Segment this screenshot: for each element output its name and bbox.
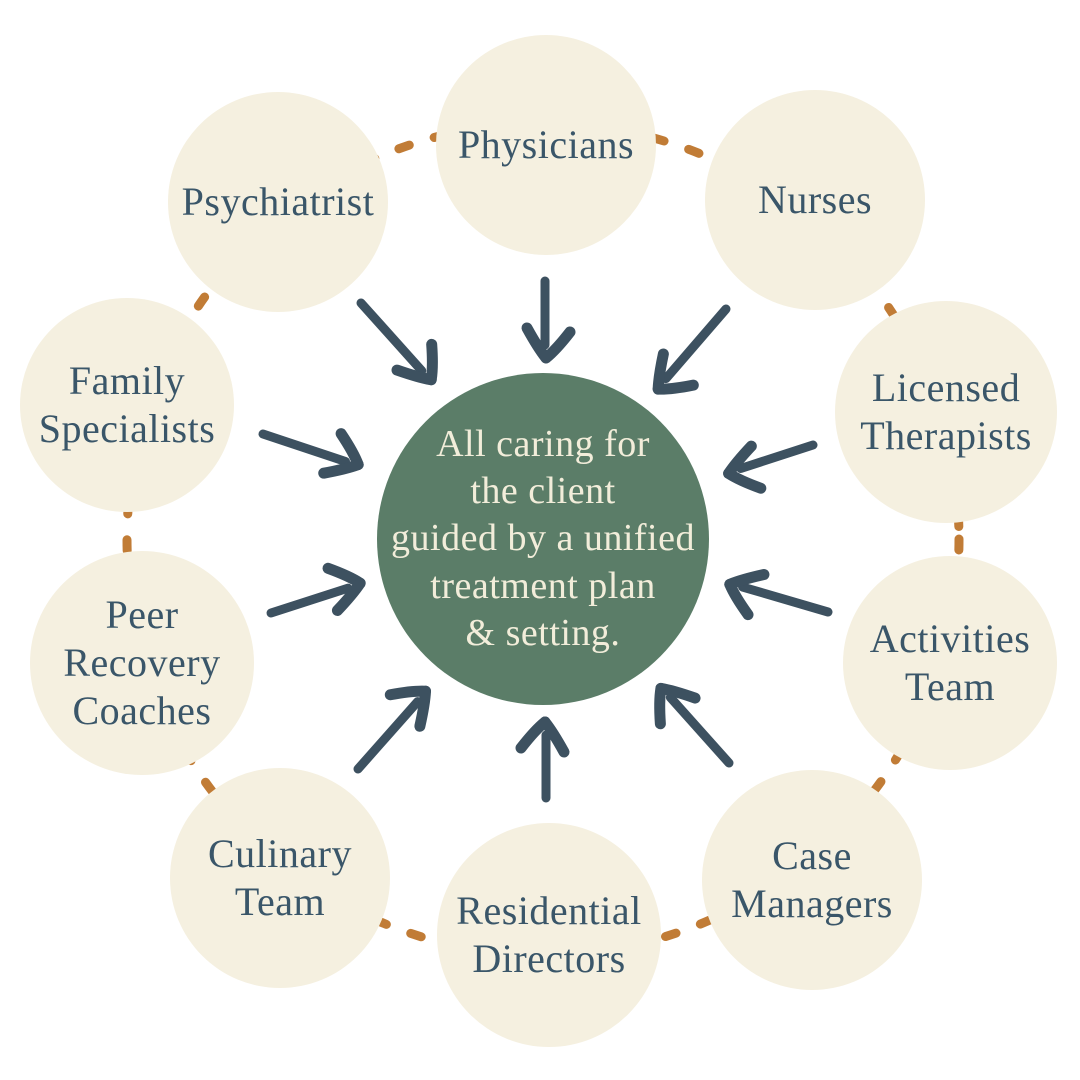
node-nurses: Nurses xyxy=(705,90,925,310)
center-circle: All caring for the client guided by a un… xyxy=(377,373,709,705)
arrow-from-activities-team xyxy=(724,569,833,621)
node-case-managers: Case Managers xyxy=(702,770,922,990)
node-activities-team-label: Activities Team xyxy=(869,616,1031,709)
node-family-specialists-label: Family Specialists xyxy=(38,358,216,451)
arrow-from-case-managers xyxy=(654,682,734,768)
arrow-from-nurses xyxy=(652,304,731,395)
node-peer-recovery-coaches: Peer Recovery Coaches xyxy=(30,551,254,775)
arrow-from-residential-directors xyxy=(515,716,570,803)
node-culinary-team: Culinary Team xyxy=(170,768,390,988)
node-residential-directors: Residential Directors xyxy=(437,823,661,1047)
node-licensed-therapists: Licensed Therapists xyxy=(835,301,1057,523)
node-psychiatrist: Psychiatrist xyxy=(168,92,388,312)
node-family-specialists: Family Specialists xyxy=(20,298,234,512)
node-case-managers-label: Case Managers xyxy=(731,833,893,926)
node-licensed-therapists-label: Licensed Therapists xyxy=(860,365,1032,458)
node-psychiatrist-label: Psychiatrist xyxy=(181,179,375,224)
node-physicians-label: Physicians xyxy=(457,122,635,167)
node-peer-recovery-coaches-label: Peer Recovery Coaches xyxy=(63,592,221,733)
arrow-from-physicians xyxy=(521,276,576,364)
arrow-from-culinary-team xyxy=(353,685,432,774)
node-residential-directors-label: Residential Directors xyxy=(456,888,642,981)
node-culinary-team-label: Culinary Team xyxy=(208,831,352,924)
node-activities-team: Activities Team xyxy=(843,556,1057,770)
node-nurses-label: Nurses xyxy=(757,177,873,222)
node-physicians: Physicians xyxy=(436,35,656,255)
arrow-from-peer-recovery-coaches xyxy=(266,562,366,618)
arrow-from-family-specialists xyxy=(258,428,364,479)
center-circle-text: All caring for the client guided by a un… xyxy=(391,423,695,654)
arrow-from-psychiatrist xyxy=(356,298,438,386)
arrow-from-licensed-therapists xyxy=(723,440,818,494)
